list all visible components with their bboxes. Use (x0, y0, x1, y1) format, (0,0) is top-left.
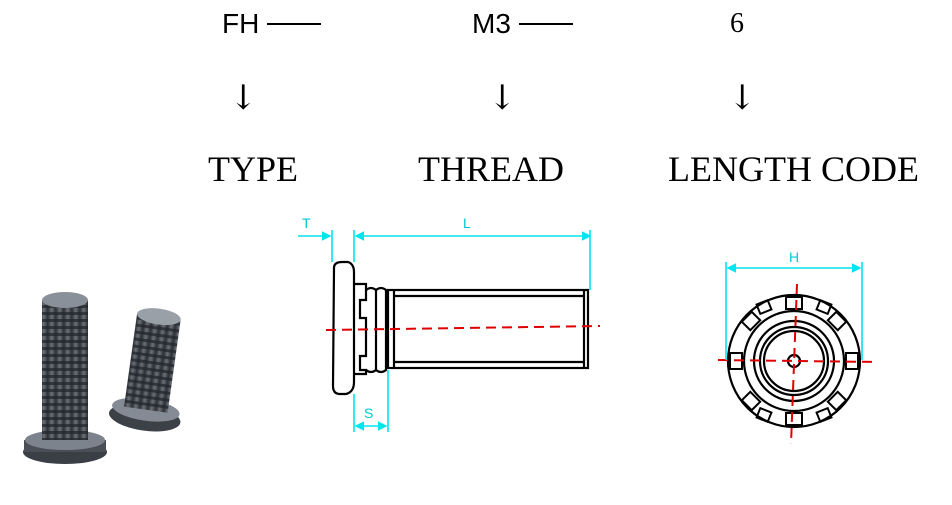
end-view-centerlines (717, 283, 879, 445)
thread-code: M3 (472, 8, 573, 40)
side-view-centerline (325, 325, 601, 331)
dim-s-label: S (364, 405, 373, 421)
thread-code-text: M3 (472, 8, 511, 39)
thread-code-dash (518, 22, 573, 25)
end-view-dimensions (725, 262, 863, 360)
stud-photo-right (109, 308, 181, 432)
length-code-value: 6 (730, 8, 744, 39)
dim-l-label: L (463, 215, 471, 231)
end-view-drawing (726, 293, 862, 429)
type-down-arrow-icon: ↓ (229, 78, 258, 118)
type-code: FH (222, 8, 322, 40)
stud-photo-left (23, 292, 107, 464)
dim-t-label: T (302, 215, 311, 231)
type-code-text: FH (222, 8, 260, 39)
type-code-dash (267, 22, 322, 25)
thread-label: THREAD (418, 149, 564, 189)
side-view-dimensions (298, 230, 592, 432)
type-label: TYPE (208, 149, 298, 189)
thread-down-arrow-icon: ↓ (488, 78, 517, 118)
length-down-arrow-icon: ↓ (728, 78, 757, 118)
dim-h-label: H (789, 249, 799, 265)
length-code-label: LENGTH CODE (668, 149, 919, 189)
